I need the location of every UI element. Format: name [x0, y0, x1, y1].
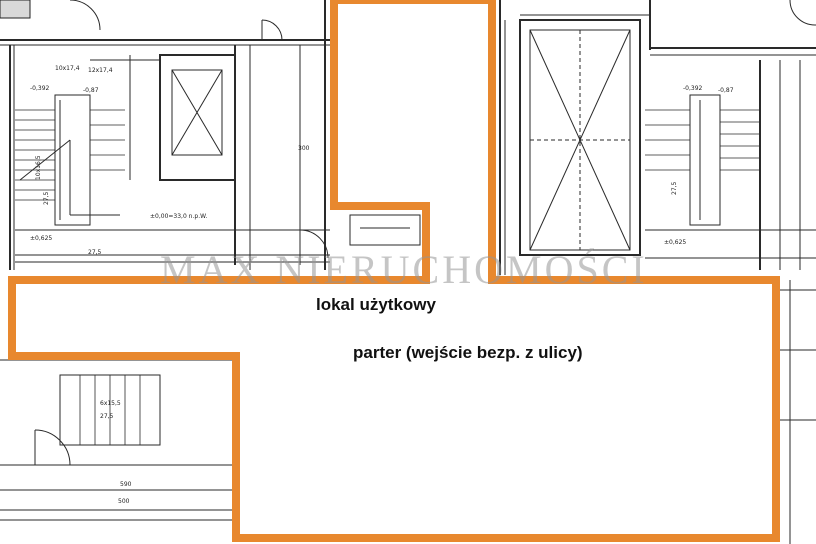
unit-upper-corridor-outline	[330, 0, 496, 284]
level-d: ±0,625	[664, 239, 686, 246]
unit-highlight	[8, 0, 780, 542]
join-mask	[430, 272, 488, 286]
dim-stair-c: 10x16,5	[35, 155, 42, 180]
dim-tread-b: 27,5	[88, 249, 102, 256]
level-e: -0,87	[83, 87, 99, 94]
level-c: ±0,625	[30, 235, 52, 242]
dim-tread-d: 27,5	[100, 413, 114, 420]
unit-main-area-outline	[8, 276, 780, 542]
dim-tread-a: 27,5	[43, 191, 50, 205]
dim-stair-b: 12x17,4	[88, 67, 113, 74]
watermark: MAX NIERUCHOMOŚCI	[160, 247, 648, 292]
dim-590: 590	[120, 481, 132, 488]
level-f: -0,87	[718, 87, 734, 94]
dim-500: 500	[118, 498, 130, 505]
floor-label: parter (wejście bezp. z ulicy)	[353, 343, 583, 362]
dim-tread-c: 27,5	[671, 181, 678, 195]
dim-stair-d: 6x15,5	[100, 400, 121, 407]
level-a: -0,392	[30, 85, 50, 92]
dim-300: 300	[298, 145, 310, 152]
datum-level: ±0,00=33,0 n.p.W.	[150, 213, 207, 220]
level-b: -0,392	[683, 85, 703, 92]
dimension-labels: 10x17,4 12x17,4 -0,392 -0,392 10x16,5 27…	[30, 65, 734, 505]
unit-title: lokal użytkowy	[316, 295, 436, 314]
dim-stair-a: 10x17,4	[55, 65, 80, 72]
